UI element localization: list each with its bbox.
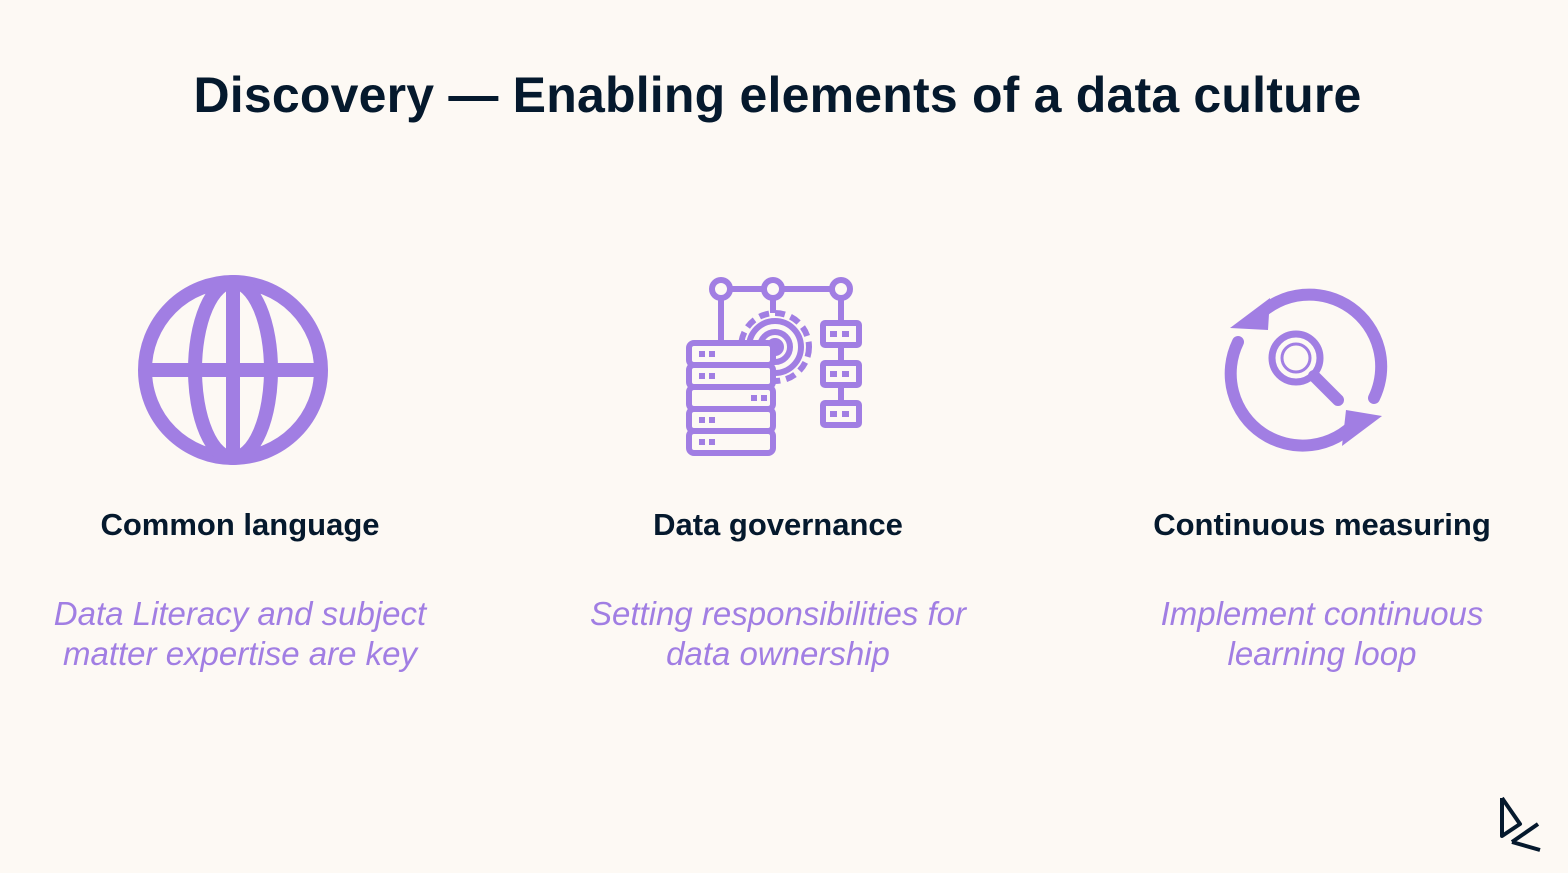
element-common-language: Common language Data Literacy and subjec… [0, 270, 480, 674]
data-governance-icon [538, 270, 1018, 470]
element-heading: Continuous measuring [1153, 507, 1491, 542]
globe-icon [0, 270, 480, 470]
element-continuous-measuring: Continuous measuring Implement continuou… [1082, 270, 1562, 674]
element-heading: Data governance [653, 507, 903, 542]
element-description: Setting responsibilities for data owners… [589, 595, 967, 672]
datacamp-logo [1498, 794, 1544, 852]
element-description: Implement continuous learning loop [1160, 595, 1484, 672]
cycle-search-icon [1050, 270, 1562, 470]
element-description: Data Literacy and subject matter experti… [53, 595, 427, 672]
element-data-governance: Data governance Setting responsibilities… [538, 270, 1018, 674]
element-heading: Common language [100, 507, 380, 542]
slide-title: Discovery — Enabling elements of a data … [193, 66, 1362, 123]
